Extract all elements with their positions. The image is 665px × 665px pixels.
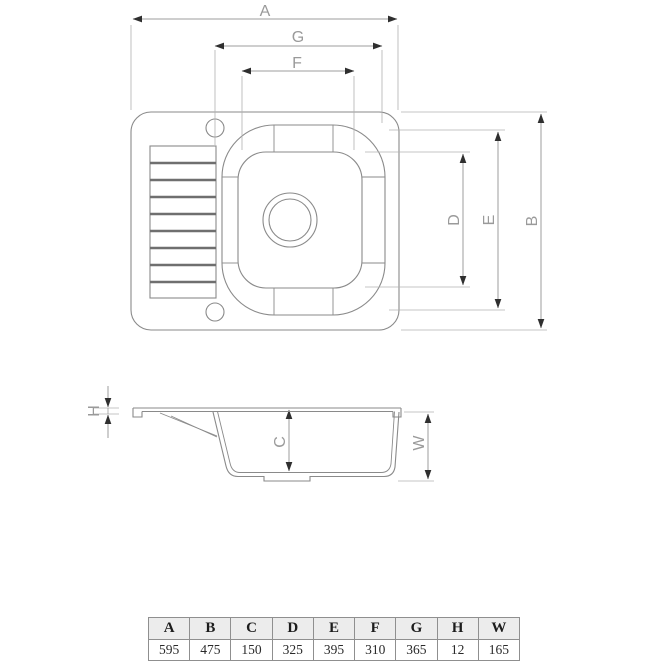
dim-label-w: W — [411, 435, 428, 451]
table-value-cell: 475 — [189, 639, 232, 661]
dim-label-e: E — [481, 215, 498, 226]
bowl-bottom — [238, 475, 384, 482]
table-header-row: A B C D E F G H W — [147, 617, 521, 640]
table-value-cell: 310 — [354, 639, 397, 661]
table-value-cell: 325 — [271, 639, 314, 661]
side-view — [132, 407, 402, 482]
bowl-outer-rim — [221, 124, 386, 316]
sink-body-outline — [130, 111, 400, 331]
table-value-cell: 165 — [477, 639, 521, 661]
dim-label-d: D — [446, 214, 463, 226]
table-value-cell: 12 — [436, 639, 479, 661]
table-header-cell: E — [312, 617, 356, 640]
table-header-cell: F — [354, 617, 397, 640]
dimension-lines — [104, 15, 545, 480]
table-value-row: 595 475 150 325 395 310 365 12 165 — [147, 639, 521, 661]
drainer-board — [149, 145, 217, 299]
table-value-cell: 365 — [395, 639, 438, 661]
table-value-cell: 150 — [230, 639, 273, 661]
table-header-cell: H — [436, 617, 479, 640]
tap-hole-bottom — [205, 302, 225, 322]
table-header-cell: W — [477, 617, 521, 640]
dim-label-h: H — [86, 405, 103, 417]
bowl-inner — [237, 151, 363, 289]
dim-label-c: C — [272, 436, 289, 448]
bowl-rim-segments — [222, 125, 385, 315]
table-header-cell: B — [189, 617, 232, 640]
top-view — [130, 111, 400, 331]
drainer-ridges — [150, 161, 216, 284]
dim-label-a: A — [260, 3, 271, 20]
dim-label-g: G — [292, 29, 304, 46]
drain-outer — [262, 192, 318, 248]
drain-inner — [268, 198, 312, 242]
dim-label-b: B — [524, 216, 541, 227]
table-header-cell: C — [230, 617, 273, 640]
table-header-cell: A — [147, 617, 191, 640]
dim-label-f: F — [292, 55, 302, 72]
left-lip — [132, 408, 143, 418]
extension-lines — [94, 25, 547, 482]
table-header-cell: G — [395, 617, 438, 640]
table-header-cell: D — [271, 617, 314, 640]
table-value-cell: 595 — [147, 639, 191, 661]
dimensions-table: A B C D E F G H W 595 475 150 325 395 31… — [147, 617, 521, 661]
table-value-cell: 395 — [312, 639, 356, 661]
right-lip — [392, 408, 402, 418]
dimension-labels: A G F D E B H C W — [86, 3, 541, 451]
